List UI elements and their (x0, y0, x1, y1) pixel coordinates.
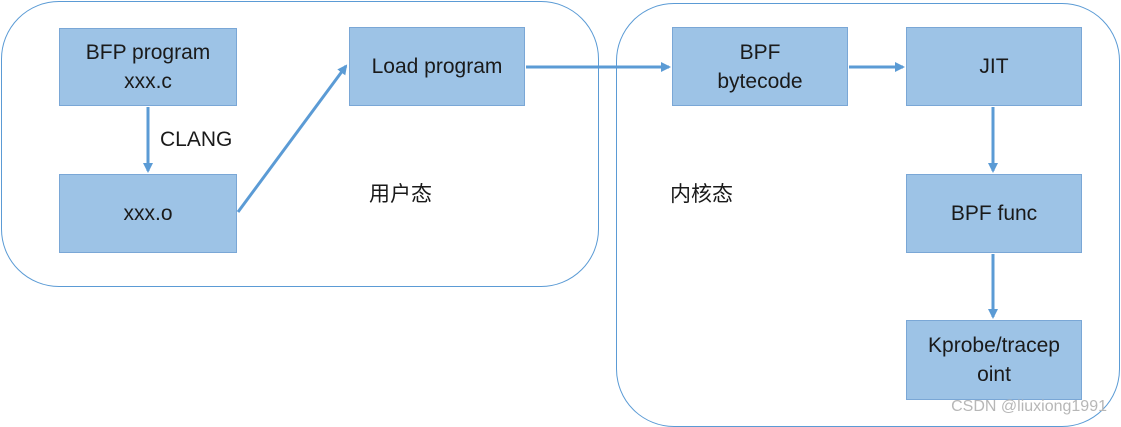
object-file-node: xxx.o (59, 174, 237, 253)
clang-edge-label: CLANG (160, 128, 233, 151)
bpf-func-node: BPF func (906, 174, 1082, 253)
kernel-space-label: 内核态 (670, 182, 733, 206)
bpf-bytecode-node: BPF bytecode (672, 27, 848, 106)
load-program-node: Load program (349, 27, 525, 106)
user-space-label: 用户态 (369, 182, 432, 206)
watermark-text: CSDN @liuxiong1991 (951, 398, 1107, 415)
kprobe-tracepoint-node: Kprobe/tracep oint (906, 320, 1082, 400)
user-space-region (1, 1, 599, 287)
jit-node: JIT (906, 27, 1082, 106)
bfp-program-node: BFP program xxx.c (59, 28, 237, 106)
